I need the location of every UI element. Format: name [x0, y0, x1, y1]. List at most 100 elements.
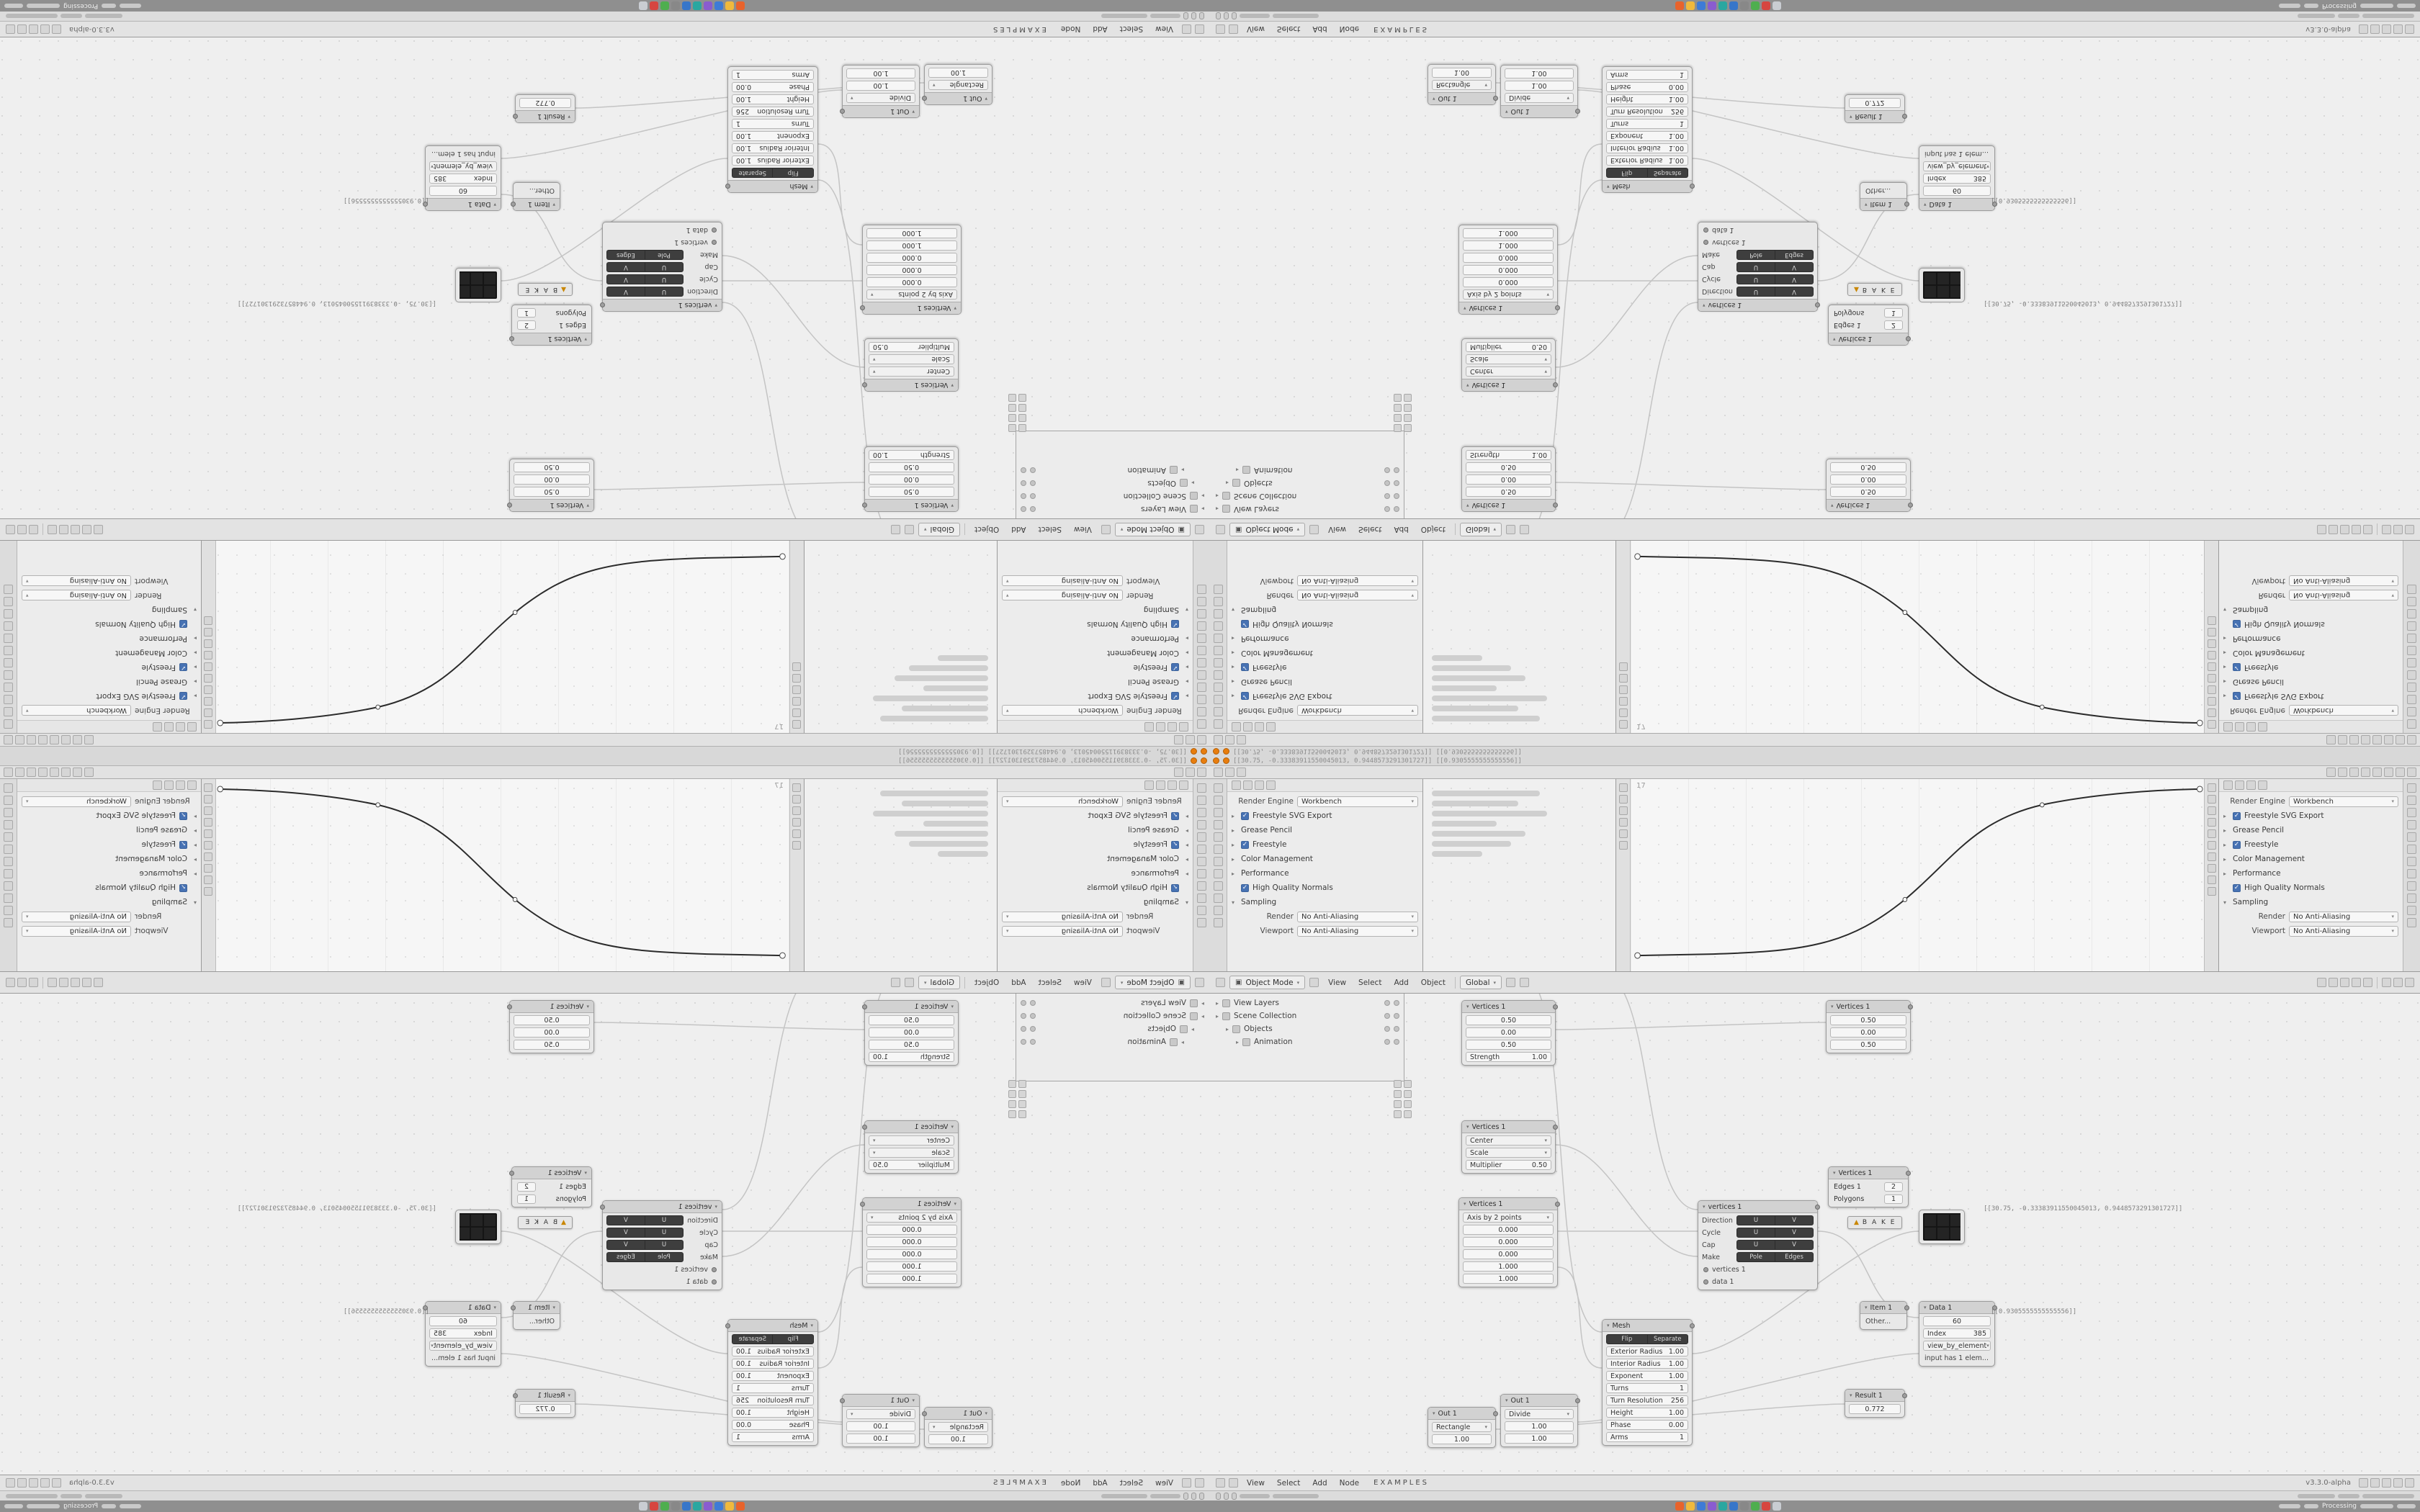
checkbox[interactable]: ✓ [179, 620, 187, 629]
node-slider[interactable]: 0.50 [1466, 462, 1551, 472]
viewport-shading-icon[interactable] [2405, 525, 2414, 534]
toolbar-icon[interactable] [2207, 685, 2216, 694]
toolbar-icon[interactable] [2384, 735, 2393, 744]
properties-tab-icon[interactable] [1214, 585, 1223, 594]
properties-tab-icon[interactable] [1197, 820, 1206, 829]
collapse-icon[interactable]: ▾ [552, 202, 555, 207]
sidebar-tab-icon[interactable] [1394, 1100, 1402, 1108]
node-slider[interactable]: 60 [429, 1316, 497, 1326]
snap-icon[interactable] [29, 24, 38, 34]
node-slider[interactable]: 0.000 [866, 1225, 957, 1235]
breadcrumb-icon[interactable] [187, 722, 197, 732]
selectability-icon[interactable] [1021, 1026, 1026, 1032]
editor-type-icon[interactable] [1216, 24, 1225, 34]
toolbar-icon[interactable] [2384, 768, 2393, 777]
properties-tab-icon[interactable] [4, 918, 13, 927]
selectability-icon[interactable] [1394, 493, 1399, 499]
properties-row[interactable]: ▸Performance [1232, 866, 1418, 881]
snap-icon[interactable] [17, 1478, 27, 1488]
outliner-row[interactable]: ▸Objects [1016, 1022, 1210, 1035]
properties-row[interactable]: ▸Color Management [1232, 646, 1418, 660]
toolbar-icon[interactable] [1237, 735, 1246, 744]
disclosure-triangle-icon[interactable]: ▸ [193, 664, 197, 671]
checkbox[interactable]: ✓ [179, 840, 187, 849]
curve-grid[interactable]: 17 [216, 779, 789, 971]
toolbar-icon[interactable] [84, 735, 94, 744]
node-slider[interactable]: 0.00 [1466, 1027, 1551, 1038]
output-socket-icon[interactable] [1553, 1004, 1558, 1009]
collapse-icon[interactable]: ▾ [584, 336, 587, 342]
output-socket-icon[interactable] [862, 1004, 867, 1009]
collapse-icon[interactable]: ▾ [1433, 96, 1435, 102]
properties-row[interactable]: ▸Color Management [1002, 852, 1188, 866]
toolbar-icon[interactable] [1101, 978, 1111, 987]
toolbar-icon[interactable] [2207, 829, 2216, 838]
magnet-icon[interactable] [1506, 525, 1516, 534]
properties-tab-icon[interactable] [2407, 597, 2416, 606]
properties-row[interactable]: ✓High Quality Normals [22, 881, 197, 895]
node-dropdown[interactable]: Axis by 2 points▾ [1463, 289, 1554, 300]
checkbox[interactable]: ✓ [179, 811, 187, 820]
visibility-icon[interactable] [1030, 467, 1036, 473]
breadcrumb-icon[interactable] [187, 780, 197, 790]
properties-tab-icon[interactable] [2407, 670, 2416, 680]
editor-type-icon[interactable] [1195, 1478, 1204, 1488]
output-socket-icon[interactable] [1908, 1004, 1913, 1009]
toggle-button[interactable]: Edges [1775, 250, 1814, 260]
output-socket-icon[interactable] [509, 1171, 514, 1176]
field-dropdown[interactable]: No Anti-Aliasing▾ [22, 590, 131, 601]
disclosure-triangle-icon[interactable]: ▸ [1180, 1038, 1184, 1045]
field-dropdown[interactable]: No Anti-Aliasing▾ [1297, 925, 1418, 937]
properties-row[interactable]: ▸✓Freestyle SVG Export [2223, 809, 2398, 823]
disclosure-triangle-icon[interactable]: ▸ [1236, 1038, 1240, 1045]
toolbar-icon[interactable] [2207, 662, 2216, 671]
editor-type-icon[interactable] [1195, 24, 1204, 34]
visibility-icon[interactable] [1384, 506, 1390, 512]
curve-endpoint-handle[interactable] [779, 553, 786, 560]
node-header[interactable]: ▾vertices 1 [600, 299, 722, 311]
viewport-menu-view[interactable]: View [1073, 978, 1092, 987]
toolbar-icon[interactable] [2326, 735, 2336, 744]
field-dropdown[interactable]: Workbench▾ [2289, 796, 2398, 807]
checkbox[interactable]: ✓ [2233, 883, 2241, 892]
breadcrumb-icon[interactable] [1266, 722, 1276, 732]
node-slider[interactable]: 0.00 [1830, 474, 1906, 485]
viewport-overlay-icon[interactable] [2352, 978, 2361, 987]
properties-tab-icon[interactable] [1214, 906, 1223, 915]
toolbar-icon[interactable] [2207, 651, 2216, 660]
properties-row[interactable]: ▸✓Freestyle [1002, 660, 1188, 675]
outliner-row[interactable]: ▸View Layers [1016, 503, 1210, 516]
sidebar-tab-icon[interactable] [1008, 424, 1016, 432]
properties-tab-icon[interactable] [2407, 695, 2416, 704]
toggle-button[interactable]: Edges [606, 1252, 645, 1262]
snap-icon[interactable] [2382, 24, 2391, 34]
orientation-selector[interactable]: Global ▾ [1460, 976, 1502, 989]
node-slider[interactable]: 0.50 [869, 487, 954, 497]
field-dropdown[interactable]: Workbench▾ [22, 796, 131, 807]
properties-row[interactable]: ▸Grease Pencil [22, 675, 197, 689]
node-slider[interactable]: 0.000 [866, 1237, 957, 1247]
breadcrumb-icon[interactable] [2258, 722, 2267, 732]
disclosure-triangle-icon[interactable]: ▸ [2223, 664, 2227, 671]
viewport-overlay-icon[interactable] [2352, 525, 2361, 534]
properties-tab-icon[interactable] [4, 869, 13, 878]
curve-handle[interactable] [512, 610, 518, 616]
output-socket-icon[interactable] [1815, 302, 1820, 307]
disclosure-triangle-icon[interactable]: ▸ [1185, 812, 1188, 819]
node-tree-name[interactable]: EXAMPLES [991, 25, 1047, 33]
toggle-button[interactable]: V [606, 1228, 645, 1238]
bake-button[interactable]: ▲B A K E [517, 283, 573, 296]
toolbar-icon[interactable] [204, 841, 213, 850]
